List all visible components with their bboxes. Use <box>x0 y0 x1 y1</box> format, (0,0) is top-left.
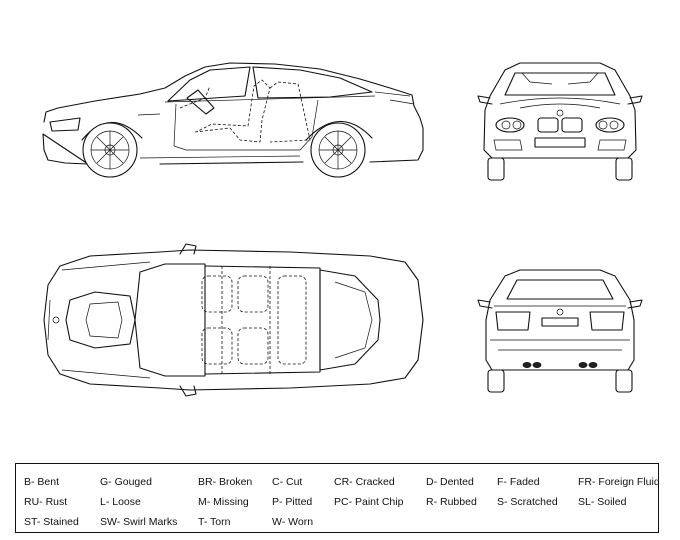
legend-code: R- Rubbed <box>426 496 477 508</box>
legend-code: C- Cut <box>272 476 303 488</box>
legend-code: SW- Swirl Marks <box>100 516 178 528</box>
car-front-view <box>477 62 643 181</box>
legend-code: PC- Paint Chip <box>334 496 404 508</box>
legend-code: M- Missing <box>198 496 249 508</box>
legend-code: RU- Rust <box>24 496 68 508</box>
car-top-view <box>43 243 424 397</box>
legend-code: BR- Broken <box>198 476 253 488</box>
legend-code: W- Worn <box>272 516 314 528</box>
legend-code: FR- Foreign Fluid <box>578 476 660 488</box>
damage-code-legend: B- Bent G- Gouged BR- Broken C- Cut CR- … <box>15 463 660 533</box>
legend-code: B- Bent <box>24 476 60 488</box>
car-side-view <box>42 62 424 178</box>
legend-code: G- Gouged <box>100 476 152 488</box>
legend-code: CR- Cracked <box>334 476 395 488</box>
legend-code: L- Loose <box>100 496 141 508</box>
legend-code: D- Dented <box>426 476 474 488</box>
legend-code: S- Scratched <box>497 496 558 508</box>
vehicle-inspection-diagram <box>42 62 643 397</box>
legend-code: F- Faded <box>497 476 540 488</box>
legend-code: T- Torn <box>198 516 231 528</box>
legend-code: SL- Soiled <box>578 496 627 508</box>
legend-code: P- Pitted <box>272 496 313 508</box>
car-rear-view <box>477 269 643 393</box>
legend-code: ST- Stained <box>24 516 79 528</box>
